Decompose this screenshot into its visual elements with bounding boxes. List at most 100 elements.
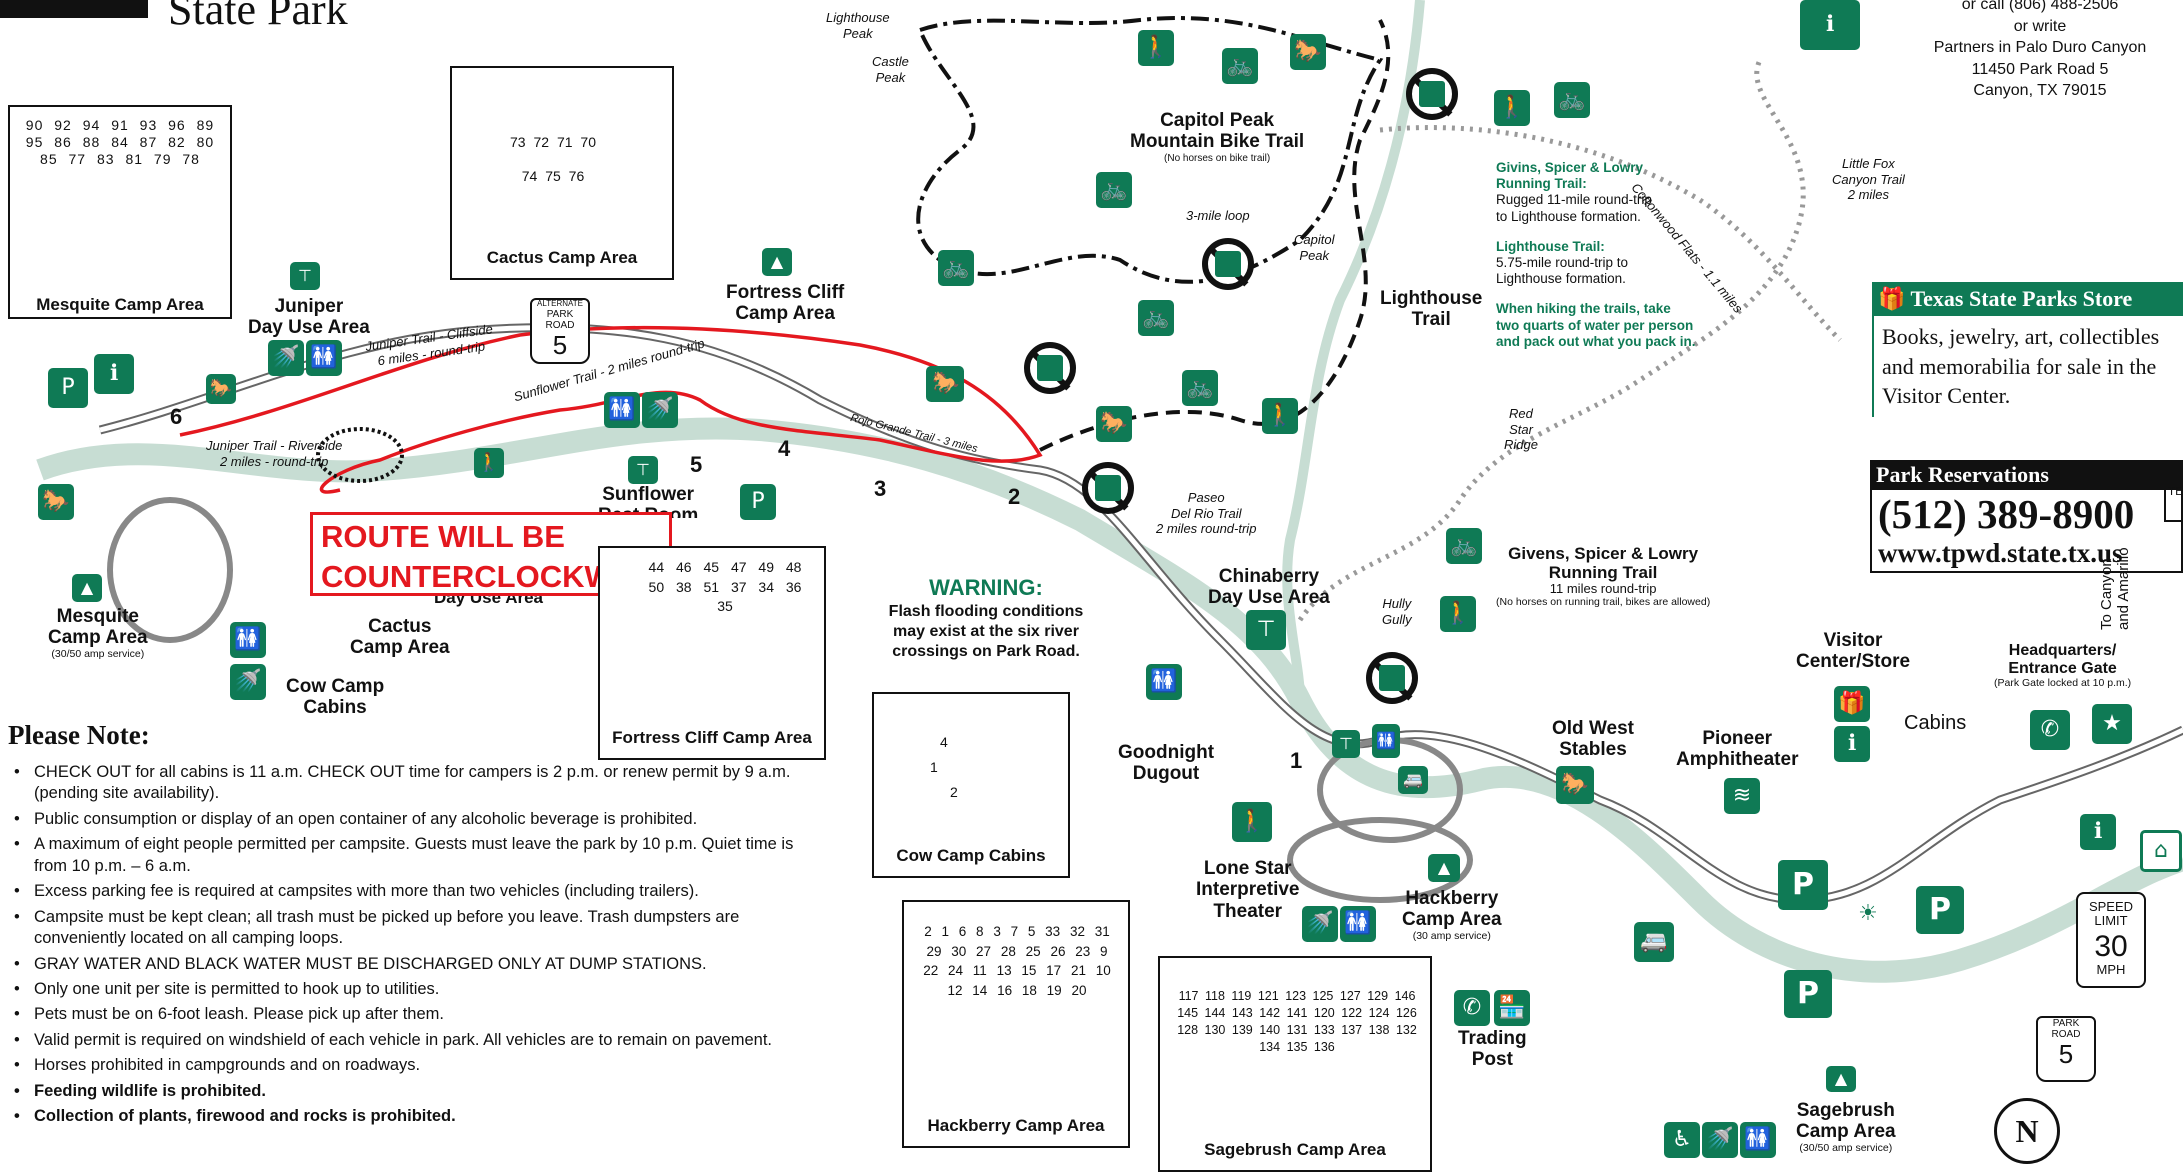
crossing-3: 3 xyxy=(874,476,887,501)
mountain-bike-trail xyxy=(916,16,1384,284)
note-item: Horses prohibited in campgrounds and on … xyxy=(8,1055,828,1077)
rv-dump-icon: 🚐 xyxy=(1634,922,1674,962)
information-icon: ℹ xyxy=(1834,726,1870,762)
water-advice1: When hiking the trails, take xyxy=(1496,301,1671,317)
note-item: Excess parking fee is required at campsi… xyxy=(8,881,828,903)
shower-icon: 🚿 xyxy=(1702,1122,1738,1158)
note-item: Collection of plants, firewood and rocks… xyxy=(8,1106,828,1128)
store-body: Books, jewelry, art, collectibles and me… xyxy=(1872,316,2183,418)
note-item: A maximum of eight people permitted per … xyxy=(8,834,828,877)
contact-write: or write xyxy=(2013,17,2067,35)
notes-title: Please Note: xyxy=(8,720,150,750)
bicycle-icon: 🚲 xyxy=(1138,300,1174,336)
horse-icon: 🐎 xyxy=(928,366,964,402)
no-horses-icon xyxy=(1366,652,1418,704)
headquarters-label: Headquarters/Entrance Gate(Park Gate loc… xyxy=(1994,642,2132,689)
sagebrush-inset-title: Sagebrush Camp Area xyxy=(1204,1140,1386,1159)
restroom-icon: 🚻 xyxy=(1740,1122,1776,1158)
horse-icon: 🐎 xyxy=(1096,406,1132,442)
lh-info-desc1: 5.75-mile round-trip to xyxy=(1496,254,1629,270)
information-icon: ℹ xyxy=(1800,0,1860,50)
information-icon: ℹ xyxy=(94,354,134,394)
fortress-sites: 44 46 45 47 49 48 50 38 51 37 34 36 35 xyxy=(648,559,802,615)
note-item: Campsite must be kept clean; all trash m… xyxy=(8,907,828,950)
sunset-icon: ☀ xyxy=(1850,896,1886,932)
rv-dump-icon: 🚐 xyxy=(1398,766,1428,794)
sagebrush-sites: 117 118 119 121 123 125 127 129 146 145 … xyxy=(1177,989,1417,1054)
restroom-icon: 🚻 xyxy=(1340,906,1376,942)
bicycle-icon: 🚲 xyxy=(1182,370,1218,406)
bicycle-icon: 🚲 xyxy=(1446,528,1482,564)
restroom-icon: 🚻 xyxy=(1372,724,1400,758)
mesquite-inset-title: Mesquite Camp Area xyxy=(36,295,204,314)
route-notice-line1: ROUTE WILL BE xyxy=(321,519,565,554)
hiker-icon: 🚶 xyxy=(1262,398,1298,434)
bicycle-icon: 🚲 xyxy=(938,250,974,286)
store-title-text: Texas State Parks Store xyxy=(1910,286,2133,311)
amphitheater-icon: ≋ xyxy=(1724,778,1760,814)
picnic-table-icon: ⊤ xyxy=(628,456,658,484)
shower-icon: 🚿 xyxy=(230,664,266,700)
crossing-4: 4 xyxy=(778,436,791,461)
picnic-table-icon: ⊤ xyxy=(290,262,320,290)
note-item: Valid permit is required on windshield o… xyxy=(8,1030,828,1052)
home-icon: ⌂ xyxy=(2140,830,2182,872)
horse-icon: 🐎 xyxy=(1556,766,1594,804)
note-item: GRAY WATER AND BLACK WATER MUST BE DISCH… xyxy=(8,954,828,976)
hiker-icon: 🚶 xyxy=(1440,596,1476,632)
note-item: Only one unit per site is permitted to h… xyxy=(8,979,828,1001)
water-advice2: two quarts of water per person xyxy=(1496,317,1694,333)
hiker-icon: 🚶 xyxy=(1138,30,1174,66)
cactus-inset: 73 72 71 70 74 75 76 Cactus Camp Area xyxy=(450,66,674,280)
telephone-icon: ✆ xyxy=(1454,990,1490,1026)
shower-icon: 🚿 xyxy=(1302,906,1338,942)
water-advice3: and pack out what you pack in. xyxy=(1496,333,1696,349)
gsl-info-desc2: to Lighthouse formation. xyxy=(1496,208,1641,224)
parking-icon: P xyxy=(1784,970,1832,1018)
road-sign-edge: TE xyxy=(2164,482,2183,522)
trail-info: Givins, Spicer & Lowry Running Trail: Ru… xyxy=(1496,160,1696,350)
restroom-icon: 🚻 xyxy=(306,340,342,376)
cactus-inset-title: Cactus Camp Area xyxy=(486,248,638,267)
sagebrush-inset: 117 118 119 121 123 125 127 129 146 145 … xyxy=(1158,956,1432,1172)
horse-icon: 🐎 xyxy=(206,374,236,404)
note-item: Pets must be on 6-foot leash. Please pic… xyxy=(8,1004,828,1026)
picnic-table-icon: ⊤ xyxy=(1332,730,1360,758)
camping-icon: ▲ xyxy=(1428,854,1460,882)
camping-icon: ▲ xyxy=(762,248,792,276)
hiker-icon: 🚶 xyxy=(474,448,504,478)
bicycle-icon: 🚲 xyxy=(1554,82,1590,118)
store-title: 🎁 Texas State Parks Store xyxy=(1872,282,2183,316)
notes-list: CHECK OUT for all cabins is 11 a.m. CHEC… xyxy=(8,762,828,1132)
bicycle-icon: 🚲 xyxy=(1222,48,1258,84)
restroom-icon: 🚻 xyxy=(230,622,266,658)
parking-icon: P xyxy=(48,368,88,408)
star-icon: ★ xyxy=(2092,704,2132,744)
north-arrow-letter: N xyxy=(2015,1113,2039,1149)
fortress-inset: 44 46 45 47 49 48 50 38 51 37 34 36 35 F… xyxy=(598,546,826,760)
reservations-phone[interactable]: (512) 389-8900 xyxy=(1878,491,2135,537)
flood-warning: WARNING: Flash flooding conditions may e… xyxy=(866,574,1106,662)
gsl-info-desc1: Rugged 11-mile round-trip xyxy=(1496,192,1652,208)
route-counterclockwise xyxy=(179,325,1043,494)
crossing-2: 2 xyxy=(1008,484,1021,509)
reservations-web[interactable]: www.tpwd.state.tx.us xyxy=(1878,538,2123,569)
